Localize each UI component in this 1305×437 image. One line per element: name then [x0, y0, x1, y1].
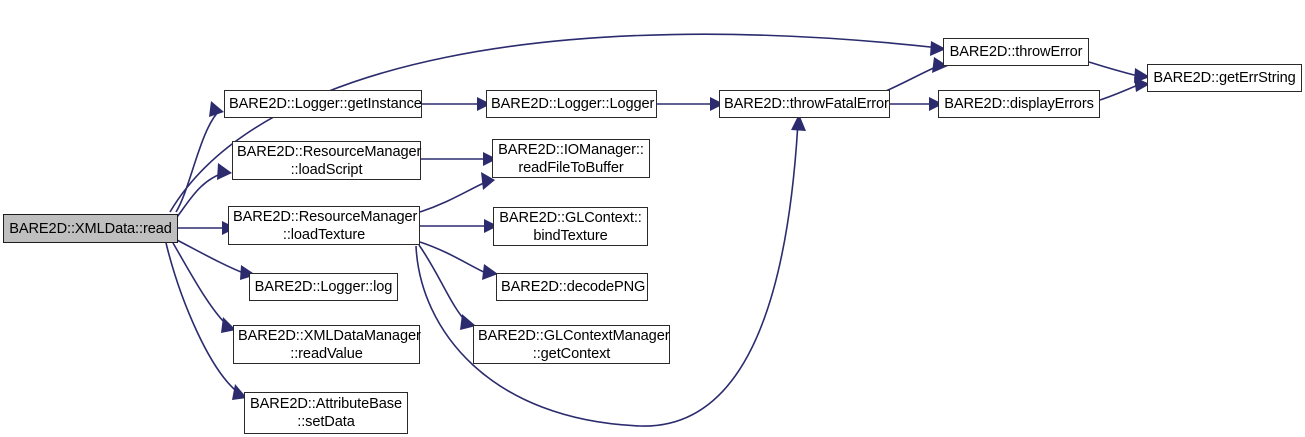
node-label-throwError: BARE2D::throwError	[949, 44, 1083, 60]
node-label-throwFatalError: BARE2D::throwFatalError	[724, 96, 889, 112]
node-label-displayErrors: BARE2D::displayErrors	[944, 96, 1094, 112]
arrowhead-icon	[460, 314, 476, 330]
node-LoggerCtor[interactable]: BARE2D::Logger::Logger	[486, 90, 657, 118]
node-loadScript[interactable]: BARE2D::ResourceManager ::loadScript	[232, 141, 421, 180]
node-decodePNG[interactable]: BARE2D::decodePNG	[496, 273, 648, 301]
arrowhead-icon	[209, 101, 224, 117]
node-label-readFileToBuffer: BARE2D::IOManager:: readFileToBuffer	[498, 141, 644, 176]
edge-loadTexture-to-readFileToBuffer	[419, 181, 487, 213]
edge-loadTexture-to-getContext	[418, 244, 469, 325]
node-log[interactable]: BARE2D::Logger::log	[249, 273, 398, 301]
node-setData[interactable]: BARE2D::AttributeBase ::setData	[244, 392, 408, 434]
arrowhead-icon	[481, 172, 495, 190]
node-label-readValue: BARE2D::XMLDataManager ::readValue	[238, 327, 421, 362]
node-label-read: BARE2D::XMLData::read	[9, 220, 172, 237]
node-label-log: BARE2D::Logger::log	[254, 279, 393, 295]
edge-loadTexture-to-decodePNG	[419, 241, 489, 275]
node-throwError[interactable]: BARE2D::throwError	[943, 38, 1089, 66]
node-label-getContext: BARE2D::GLContextManager ::getContext	[478, 327, 670, 362]
node-label-decodePNG: BARE2D::decodePNG	[501, 279, 646, 295]
arrowhead-icon	[932, 57, 948, 73]
arrowhead-icon	[221, 317, 236, 333]
arrowhead-icon	[477, 97, 491, 111]
arrowhead-icon	[232, 384, 247, 400]
node-bindTexture[interactable]: BARE2D::GLContext:: bindTexture	[493, 207, 648, 246]
node-label-loadTexture: BARE2D::ResourceManager ::loadTexture	[233, 208, 418, 243]
node-label-loadScript: BARE2D::ResourceManager ::loadScript	[237, 143, 422, 178]
edge-loadTexture-to-throwFatalError	[415, 121, 799, 427]
node-label-getErrString: BARE2D::getErrString	[1153, 70, 1296, 86]
node-label-LoggerCtor: BARE2D::Logger::Logger	[491, 96, 655, 112]
arrowhead-icon	[1134, 77, 1150, 92]
node-readValue[interactable]: BARE2D::XMLDataManager ::readValue	[233, 325, 421, 364]
edge-read-to-log	[176, 239, 247, 275]
node-getErrString[interactable]: BARE2D::getErrString	[1147, 64, 1302, 92]
edge-displayErrors-to-getErrString	[1099, 84, 1139, 101]
arrowhead-icon	[710, 97, 724, 111]
node-throwFatalError[interactable]: BARE2D::throwFatalError	[719, 90, 890, 118]
edge-read-to-throwError	[169, 33, 941, 213]
arrowhead-icon	[929, 97, 943, 111]
node-displayErrors[interactable]: BARE2D::displayErrors	[938, 90, 1100, 118]
arrowhead-icon	[930, 41, 946, 56]
arrowhead-icon	[482, 264, 498, 280]
node-loadTexture[interactable]: BARE2D::ResourceManager ::loadTexture	[228, 206, 420, 245]
arrowhead-icon	[483, 152, 497, 166]
node-label-getInstance: BARE2D::Logger::getInstance	[229, 96, 422, 112]
edge-throwError-to-getErrString	[1088, 61, 1139, 77]
arrowhead-icon	[217, 163, 232, 180]
node-readFileToBuffer[interactable]: BARE2D::IOManager:: readFileToBuffer	[492, 139, 650, 178]
node-getInstance[interactable]: BARE2D::Logger::getInstance	[224, 90, 422, 118]
edge-read-to-readValue	[172, 242, 230, 328]
edge-read-to-setData	[165, 242, 241, 395]
node-label-bindTexture: BARE2D::GLContext:: bindTexture	[499, 209, 642, 244]
edge-read-to-getInstance	[175, 110, 220, 213]
edge-throwFatalError-to-throwError	[885, 65, 939, 92]
node-read[interactable]: BARE2D::XMLData::read	[3, 214, 178, 243]
arrowhead-icon	[791, 114, 806, 131]
arrowhead-icon	[484, 219, 498, 233]
node-label-setData: BARE2D::AttributeBase ::setData	[249, 396, 403, 430]
node-getContext[interactable]: BARE2D::GLContextManager ::getContext	[473, 325, 670, 364]
